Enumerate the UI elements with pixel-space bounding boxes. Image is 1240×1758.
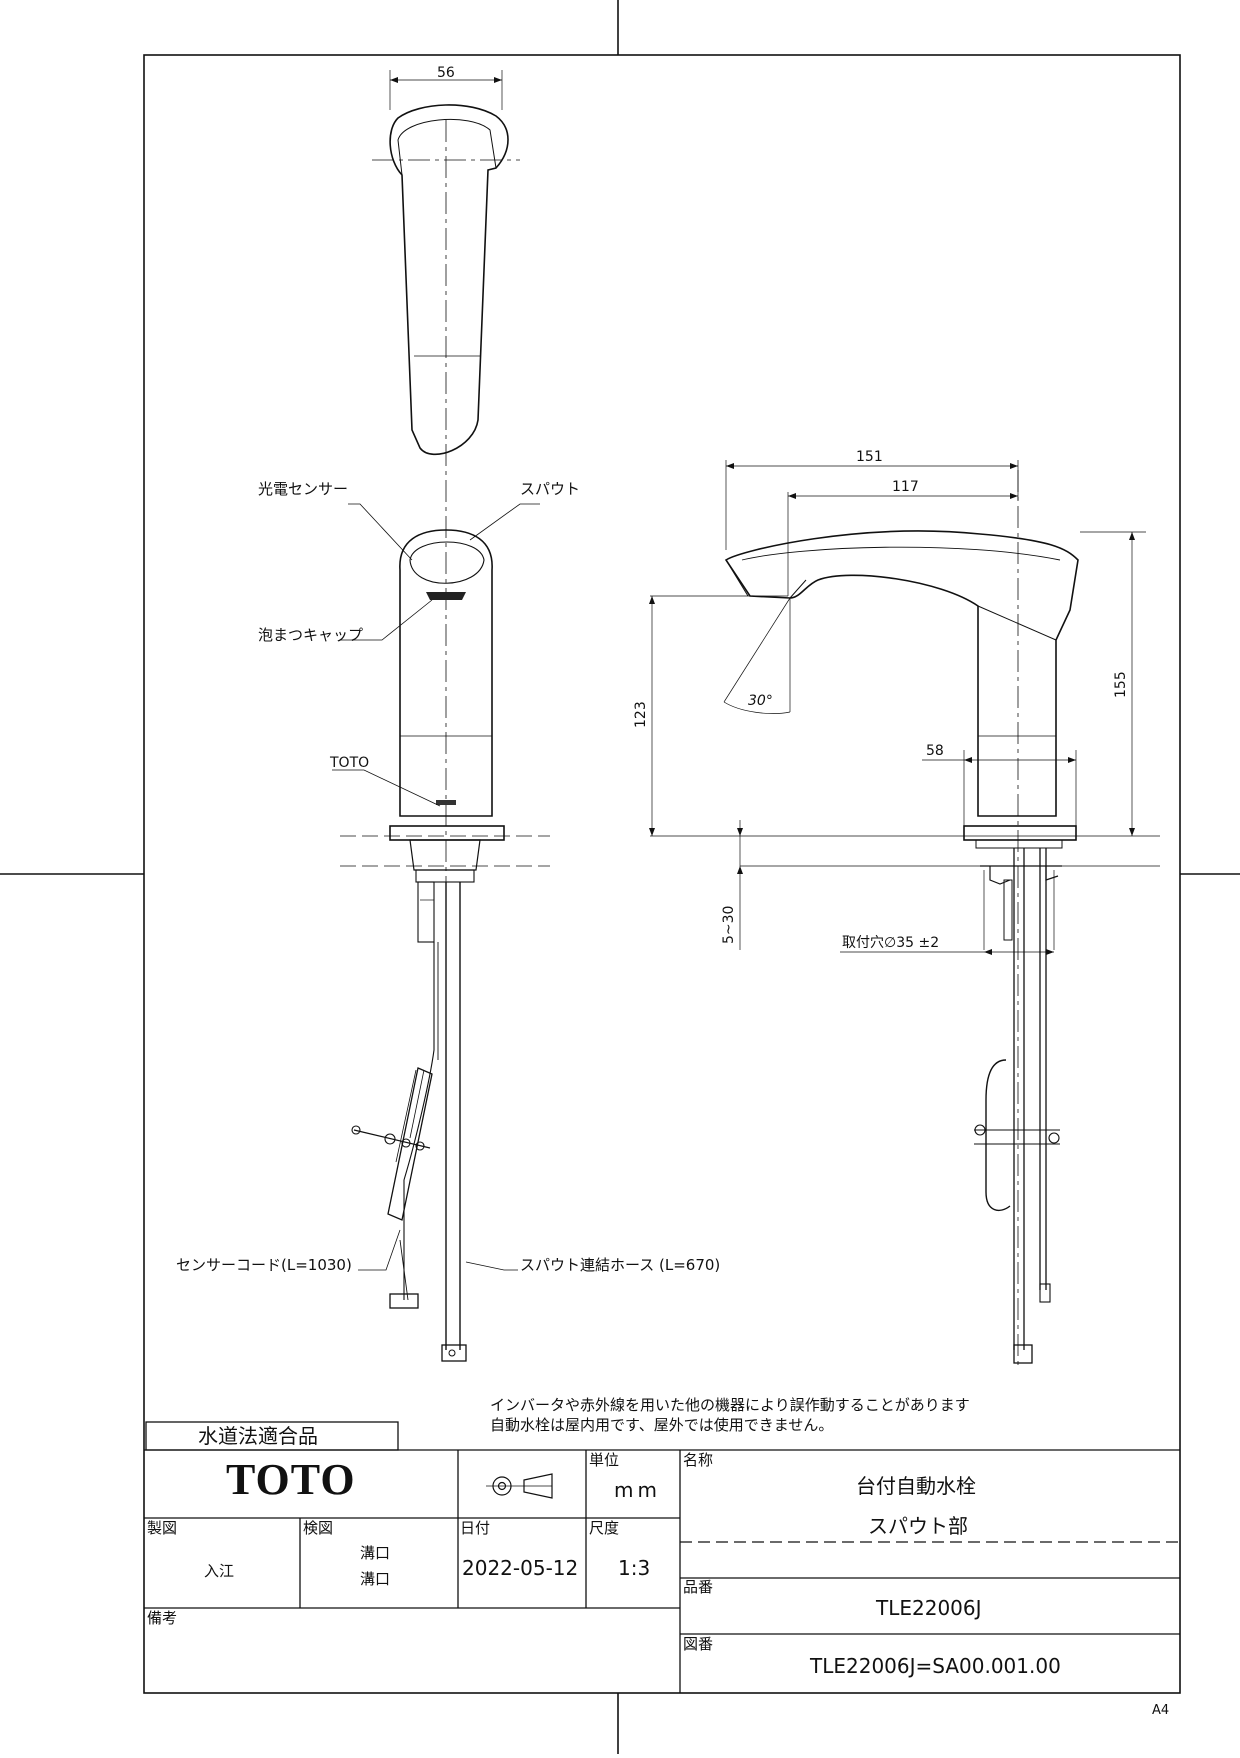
checked-value-1: 溝口 xyxy=(360,1544,391,1562)
checked-value-2: 溝口 xyxy=(360,1570,391,1588)
side-view xyxy=(649,460,1160,1370)
drawing-no-value: TLE22006J=SA00.001.00 xyxy=(810,1654,1061,1678)
drawing-no-label: 図番 xyxy=(683,1635,714,1653)
dim-mount-hole: 取付穴∅35 ±2 xyxy=(842,935,940,951)
note-line-1: インバータや赤外線を用いた他の機器により誤作動することがあります xyxy=(490,1396,970,1414)
dim-deck-thickness: 5~30 xyxy=(721,905,737,944)
label-spout: スパウト xyxy=(520,480,581,498)
drawn-label: 製図 xyxy=(147,1519,178,1537)
faucet-base-front xyxy=(389,825,505,841)
date-value: 2022-05-12 xyxy=(462,1556,579,1580)
label-aerator-cap: 泡まつキャップ xyxy=(258,626,364,644)
scale-value: 1:3 xyxy=(618,1556,651,1580)
faucet-body-side xyxy=(724,530,1079,817)
dim-base-58: 58 xyxy=(926,743,944,759)
sheet-size: A4 xyxy=(1152,1703,1170,1718)
dim-height-155: 155 xyxy=(1113,671,1129,698)
dim-reach-151: 151 xyxy=(856,449,883,465)
scale-label: 尺度 xyxy=(589,1519,620,1537)
spout-top-view xyxy=(389,104,509,456)
dim-reach-117: 117 xyxy=(892,479,919,495)
title-block-lines xyxy=(144,1421,1180,1693)
sensor-module-side xyxy=(985,1059,1011,1212)
compliance-label: 水道法適合品 xyxy=(198,1424,318,1448)
checked-label: 検図 xyxy=(303,1519,334,1537)
faucet-base-side xyxy=(963,825,1077,841)
drawn-value: 入江 xyxy=(204,1562,235,1580)
unit-label: 単位 xyxy=(589,1451,620,1469)
date-label: 日付 xyxy=(460,1519,491,1537)
part-no-label: 品番 xyxy=(683,1578,714,1596)
faucet-body-front xyxy=(399,529,493,817)
label-spout-hose: スパウト連結ホース (L=670) xyxy=(520,1256,721,1274)
label-photo-sensor: 光電センサー xyxy=(258,480,349,498)
label-brand-mark: TOTO xyxy=(330,755,370,771)
part-no-value: TLE22006J xyxy=(876,1596,982,1620)
dim-width-56: 56 xyxy=(437,65,455,81)
unit-value: mm xyxy=(614,1478,661,1502)
product-name: 台付自動水栓 xyxy=(856,1474,976,1498)
sensor-module xyxy=(387,1067,433,1221)
third-angle-projection-icon xyxy=(486,1473,553,1499)
label-sensor-cord: センサーコード(L=1030) xyxy=(176,1256,352,1274)
spout-hose-front xyxy=(445,882,461,1350)
front-view xyxy=(332,70,550,1362)
toto-logo: TOTO xyxy=(226,1455,356,1504)
note-line-2: 自動水栓は屋内用です、屋外では使用できません。 xyxy=(490,1416,834,1434)
remarks-label: 備考 xyxy=(147,1609,178,1627)
name-label: 名称 xyxy=(683,1451,714,1469)
product-subname: スパウト部 xyxy=(868,1514,968,1538)
dim-height-123: 123 xyxy=(633,701,649,728)
dim-angle-30: 30° xyxy=(748,693,773,709)
